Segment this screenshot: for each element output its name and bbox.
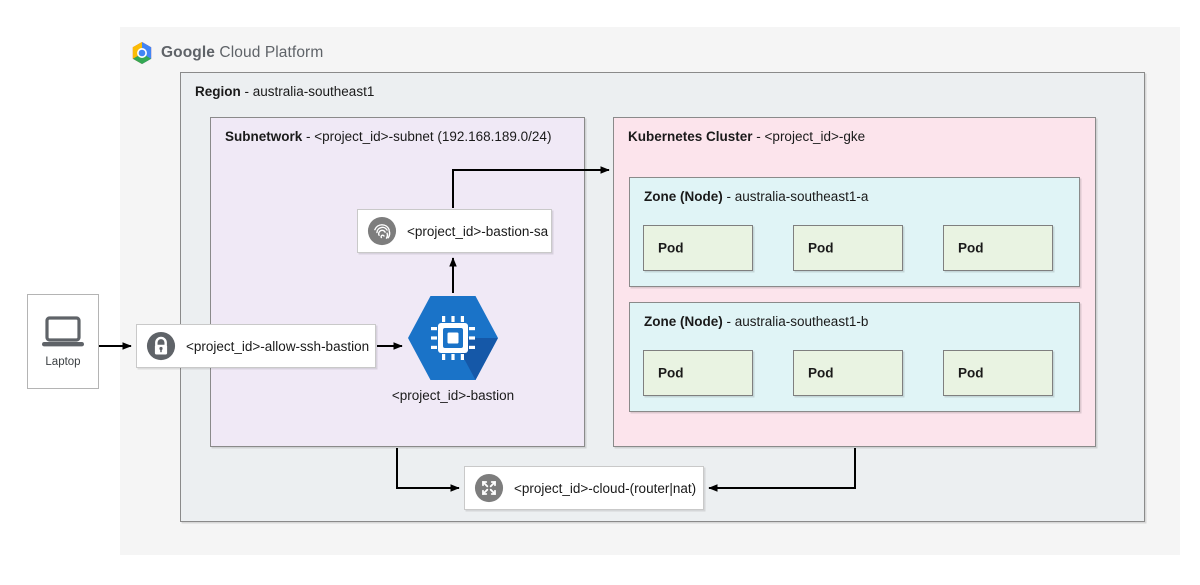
zone-b-label: Zone (Node)	[644, 314, 723, 329]
list-item[interactable]: Pod	[643, 350, 753, 396]
list-item[interactable]: Pod	[793, 225, 903, 271]
padlock-icon	[146, 331, 176, 361]
zone-node-a-container: Zone (Node) - australia-southeast1-a Pod…	[629, 177, 1080, 287]
pod-label: Pod	[808, 240, 834, 256]
kubernetes-cluster-title: Kubernetes Cluster - <project_id>-gke	[628, 129, 865, 144]
zone-a-title: Zone (Node) - australia-southeast1-a	[644, 189, 868, 204]
zone-b-value: australia-southeast1-b	[734, 314, 869, 329]
pod-label: Pod	[958, 240, 984, 256]
pod-label: Pod	[808, 365, 834, 381]
laptop-node[interactable]: Laptop	[27, 294, 99, 389]
google-cloud-platform-brand: Google Cloud Platform	[131, 41, 323, 65]
pod-label: Pod	[658, 365, 684, 381]
service-account-node[interactable]: <project_id>-bastion-sa	[357, 209, 552, 253]
firewall-rule-label: <project_id>-allow-ssh-bastion	[186, 338, 370, 354]
sep-4: -	[722, 189, 735, 204]
laptop-label: Laptop	[45, 355, 81, 368]
firewall-rule-node[interactable]: <project_id>-allow-ssh-bastion	[136, 324, 376, 368]
region-value: australia-southeast1	[252, 84, 375, 99]
bastion-vm-node[interactable]	[406, 294, 500, 382]
list-item[interactable]: Pod	[793, 350, 903, 396]
subnetwork-title: Subnetwork - <project_id>-subnet (192.16…	[225, 129, 551, 144]
list-item[interactable]: Pod	[943, 225, 1053, 271]
zone-node-b-container: Zone (Node) - australia-southeast1-b Pod…	[629, 302, 1080, 412]
list-item[interactable]: Pod	[643, 225, 753, 271]
google-cloud-hexagon-logo-icon	[132, 42, 152, 64]
pod-label: Pod	[958, 365, 984, 381]
router-nat-arrows-icon	[474, 473, 504, 503]
region-title: Region - australia-southeast1	[195, 84, 374, 99]
sep-2: -	[302, 129, 315, 144]
bastion-vm-label: <project_id>-bastion	[391, 388, 515, 403]
sep-1: -	[240, 84, 253, 99]
sep-5: -	[722, 314, 735, 329]
service-account-label: <project_id>-bastion-sa	[407, 223, 549, 239]
brand-text: Google Cloud Platform	[161, 44, 323, 62]
zone-b-title: Zone (Node) - australia-southeast1-b	[644, 314, 868, 329]
sep-3: -	[752, 129, 765, 144]
kubernetes-cluster-label: Kubernetes Cluster	[628, 129, 753, 144]
fingerprint-icon	[367, 216, 397, 246]
zone-a-label: Zone (Node)	[644, 189, 723, 204]
zone-a-value: australia-southeast1-a	[734, 189, 869, 204]
brand-google: Google	[161, 44, 215, 61]
pod-label: Pod	[658, 240, 684, 256]
subnetwork-label: Subnetwork	[225, 129, 303, 144]
region-label: Region	[195, 84, 241, 99]
kubernetes-cluster-value: <project_id>-gke	[764, 129, 866, 144]
subnetwork-value: <project_id>-subnet (192.168.189.0/24)	[314, 129, 552, 144]
cloud-router-nat-label: <project_id>-cloud-(router|nat)	[514, 480, 697, 496]
laptop-icon	[42, 315, 84, 346]
compute-engine-cpu-icon	[408, 296, 498, 380]
list-item[interactable]: Pod	[943, 350, 1053, 396]
brand-cloud-platform: Cloud Platform	[219, 44, 324, 61]
cloud-router-nat-node[interactable]: <project_id>-cloud-(router|nat)	[464, 466, 704, 510]
